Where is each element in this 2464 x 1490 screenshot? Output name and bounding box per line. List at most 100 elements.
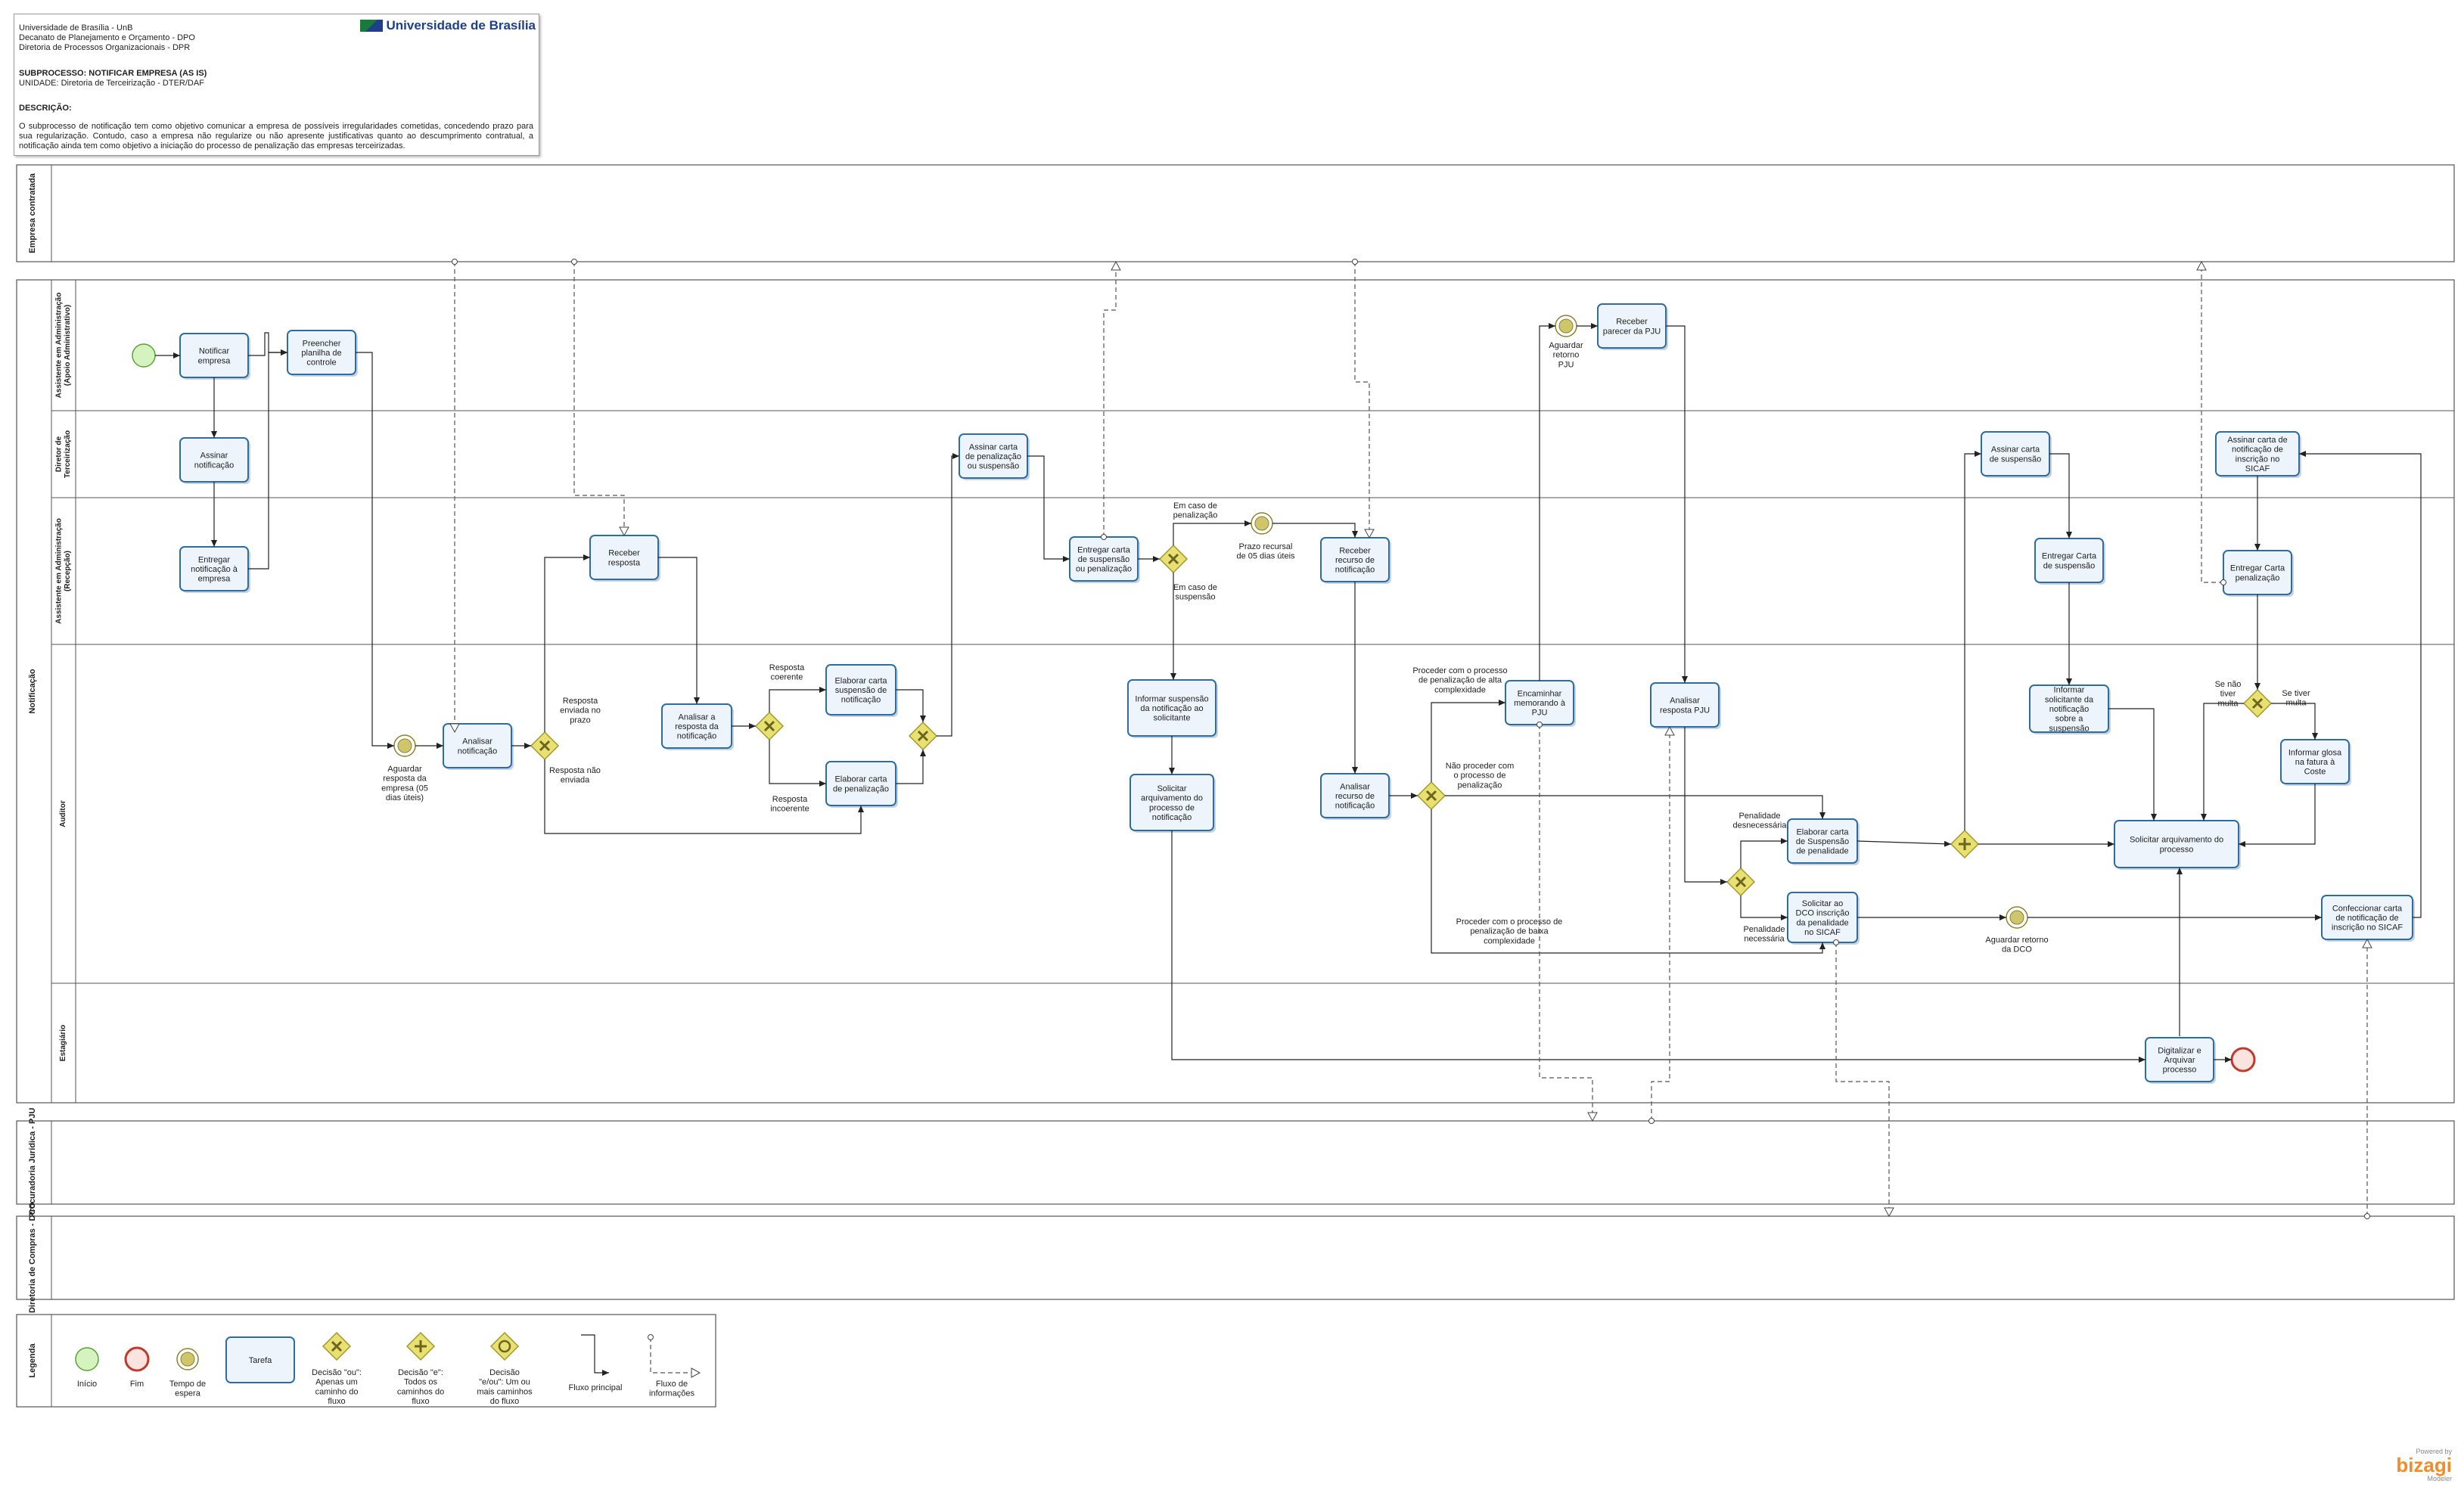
gateway-plus-mark (415, 1340, 427, 1352)
lane-title: Auditor (59, 800, 67, 827)
header-subprocess: SUBPROCESSO: NOTIFICAR EMPRESA (AS IS) (19, 69, 207, 78)
legend-label: Fluxo principal (569, 1383, 623, 1392)
bizagi-powered: Powered by (2416, 1448, 2452, 1455)
pool-dco-title: Diretoria de Compras - DCO (28, 1203, 37, 1314)
gateway-x-mark (1167, 553, 1179, 565)
diagram-header: Universidade de Brasília Universidade de… (14, 14, 539, 156)
sequence-flow (1431, 700, 1505, 782)
bizagi-branding: Powered by bizagi Modeler (2396, 1448, 2452, 1482)
legend-task-icon (225, 1336, 295, 1383)
message-flow (1648, 725, 1675, 1124)
sequence-flow (356, 352, 394, 749)
message-flow (2196, 260, 2226, 585)
sequence-flow (2239, 784, 2316, 847)
pool-pju-title: Procuradoria Jurídica - PJU (28, 1108, 37, 1218)
lane-title: Assistente em Administração(Apoio Admini… (54, 293, 72, 399)
message-flow (571, 259, 629, 537)
message-flow (1537, 722, 1598, 1122)
legend-title: Legenda (28, 1343, 37, 1378)
lane-title: Assistente em Administração(Recepção) (54, 518, 72, 624)
lane-title: Diretor deTerceirização (54, 430, 72, 478)
start-event (132, 343, 156, 368)
bizagi-modeler: Modeler (2427, 1475, 2452, 1482)
sequence-flow (769, 740, 826, 787)
legend-label: Tarefa (249, 1356, 272, 1365)
sequence-flow (658, 557, 700, 704)
pool-dco-border (16, 1215, 2455, 1300)
sequence-flow (2271, 703, 2318, 740)
sequence-flow (1740, 896, 1788, 920)
header-line-1: Universidade de Brasília - UnB (19, 23, 133, 33)
unb-logo-icon (359, 20, 383, 32)
gateway-plus-mark (1959, 838, 1971, 850)
sequence-flow (1857, 840, 1952, 847)
pool-pju-border (16, 1120, 2455, 1205)
gateway-x-mark (763, 720, 775, 732)
sequence-flow (1539, 323, 1555, 681)
timer-inner (180, 1352, 195, 1367)
sequence-flow (896, 689, 926, 722)
sequence-flow (2299, 451, 2422, 918)
bizagi-logo: bizagi (2396, 1454, 2452, 1476)
sequence-flow (2049, 453, 2072, 539)
gateway-x-mark (539, 740, 551, 752)
legend-label: Fim (130, 1380, 144, 1389)
legend-gateway-andor-icon (489, 1331, 520, 1361)
sequence-flow (2201, 703, 2244, 821)
header-unit: UNIDADE: Diretoria de Terceirização - DT… (19, 79, 204, 88)
timer-inner (1558, 318, 1574, 334)
timer-inner (2009, 910, 2024, 925)
gateway-x-mark (1735, 876, 1747, 888)
gateway-x-mark (331, 1340, 343, 1352)
pool-empresa-border (16, 164, 2455, 262)
gateway-x-mark (2251, 697, 2264, 709)
header-description-label: DESCRIÇÃO: (19, 104, 72, 113)
legend-end-icon (124, 1346, 150, 1372)
sequence-flow (1684, 727, 1727, 885)
sequence-flow (1666, 325, 1688, 683)
sequence-flow (896, 750, 926, 784)
lane-title: Estagiário (59, 1025, 67, 1061)
unb-logo-text: Universidade de Brasília (386, 18, 536, 33)
legend-label: Início (77, 1380, 97, 1389)
sequence-flow (769, 687, 826, 712)
gateway-x-mark (1425, 790, 1437, 802)
sequence-flow (1171, 830, 2146, 1063)
